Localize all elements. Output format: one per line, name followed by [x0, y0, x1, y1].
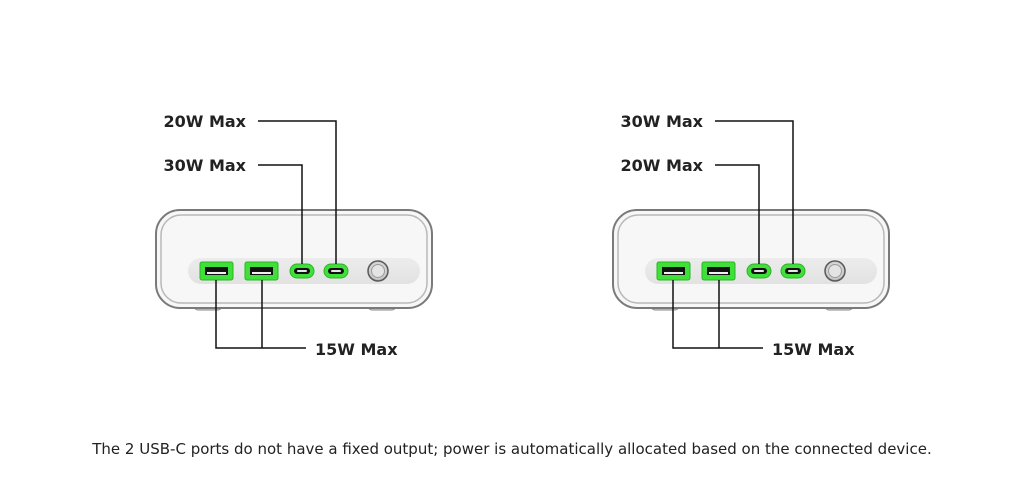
- power-bank-face: [160, 214, 428, 304]
- usb-a-port-1: [199, 261, 234, 281]
- caption-text: The 2 USB-C ports do not have a fixed ou…: [92, 440, 932, 458]
- device-left: 20W Max 30W Max 15W Max: [155, 112, 433, 359]
- device-right: 30W Max 20W Max 15W Max: [612, 112, 890, 359]
- usb-a-port-2: [244, 261, 279, 281]
- leader-line-top: [715, 120, 794, 264]
- label-top: 20W Max: [163, 112, 246, 131]
- leader-line-bottom: [672, 280, 763, 349]
- usb-c-port-2: [780, 263, 806, 279]
- label-top: 30W Max: [620, 112, 703, 131]
- power-bank-face: [617, 214, 885, 304]
- leader-line-middle: [715, 164, 760, 264]
- usb-c-port-2: [323, 263, 349, 279]
- label-bottom: 15W Max: [772, 340, 855, 359]
- leader-line-bottom: [215, 280, 306, 349]
- usb-c-port-1: [289, 263, 315, 279]
- usb-a-port-2: [701, 261, 736, 281]
- label-middle: 20W Max: [620, 156, 703, 175]
- label-bottom: 15W Max: [315, 340, 398, 359]
- label-middle: 30W Max: [163, 156, 246, 175]
- leader-line-top: [258, 120, 337, 264]
- leader-line-middle: [258, 164, 303, 264]
- usb-c-port-1: [746, 263, 772, 279]
- usb-a-port-1: [656, 261, 691, 281]
